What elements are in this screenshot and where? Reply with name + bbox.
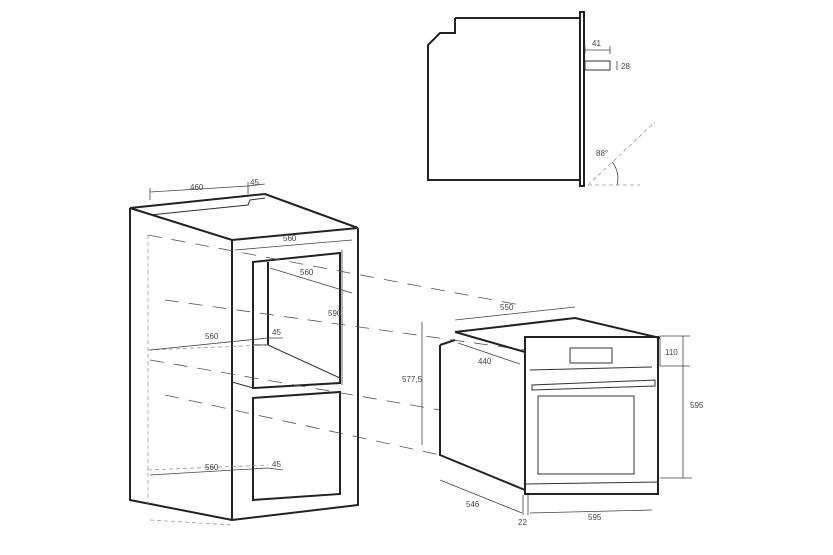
- dim-bottom-depth: 560: [205, 463, 219, 472]
- dim-opening-depth: 560: [300, 268, 314, 277]
- kitchen-cabinet: 460 45 560 560 590 560 45 560 45: [129, 178, 526, 526]
- dim-top-depth: 460: [190, 183, 204, 192]
- built-in-oven: 577,5 550 440 110 595 546 22 595: [402, 303, 704, 527]
- dim-bottom-vent: 45: [272, 460, 281, 469]
- dim-front-thickness: 22: [518, 518, 527, 527]
- dim-panel-height: 110: [665, 348, 678, 357]
- oven-window: [537, 395, 635, 475]
- dim-door-angle: 88°: [596, 149, 608, 158]
- dim-total-height: 595: [690, 401, 704, 410]
- dim-handle-depth: 41: [592, 39, 601, 48]
- dim-front-width: 595: [588, 513, 602, 522]
- dim-top-depth: 440: [478, 357, 492, 366]
- dim-opening-height: 590: [328, 309, 342, 318]
- control-display: [569, 347, 613, 364]
- dim-depth: 546: [466, 500, 480, 509]
- dim-top-vent: 45: [250, 178, 259, 187]
- handle-profile: [584, 60, 611, 71]
- dim-handle-height: 28: [621, 62, 630, 71]
- dim-shelf-depth: 560: [205, 332, 219, 341]
- oven-side-view: 41 28 88°: [427, 11, 656, 187]
- dim-niche-height: 577,5: [402, 375, 423, 384]
- dim-shelf-vent: 45: [272, 328, 281, 337]
- dim-body-width: 550: [500, 303, 514, 312]
- dim-opening-width: 560: [283, 234, 297, 243]
